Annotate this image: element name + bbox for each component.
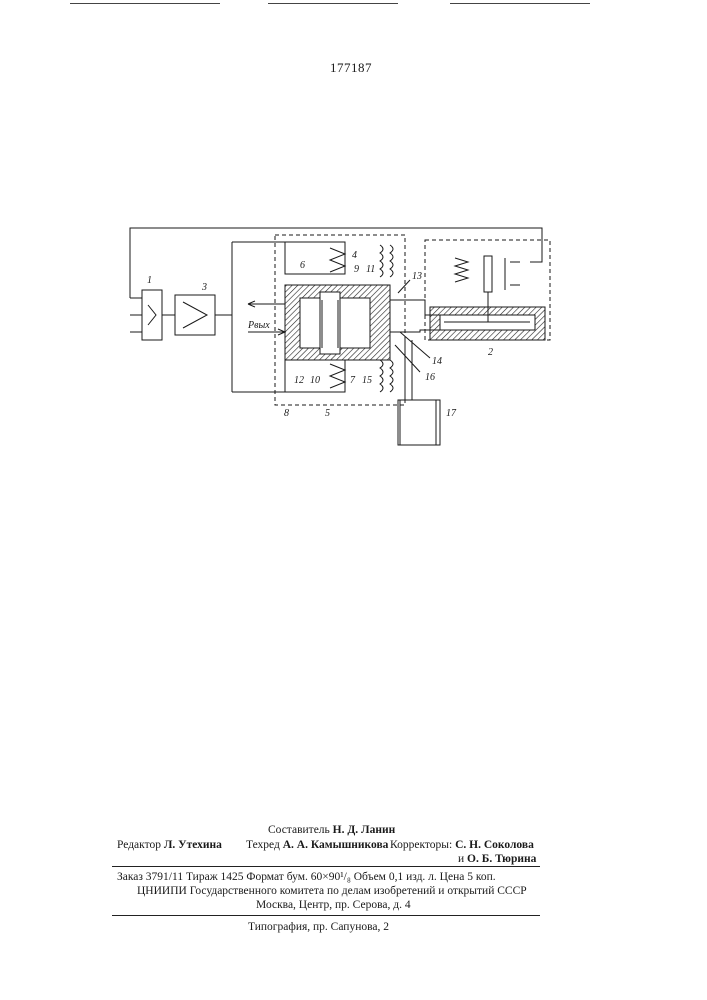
divider-2: [112, 915, 540, 916]
corrector-2: О. Б. Тюрина: [467, 853, 536, 865]
address-line: Москва, Центр, пр. Серова, д. 4: [256, 898, 411, 912]
block-1-symbol: [148, 305, 156, 325]
label-3: 3: [201, 282, 207, 293]
corrector-2-prefix: и: [458, 853, 464, 865]
tech-name: А. А. Камышникова: [283, 839, 389, 851]
relay-contacts: [505, 258, 520, 290]
correctors-label: Корректоры:: [390, 839, 452, 851]
label-15: 15: [362, 375, 372, 386]
label-14: 14: [432, 356, 442, 367]
label-5: 5: [325, 408, 330, 419]
editor-line: Редактор Л. Утехина: [117, 838, 222, 852]
amplifier-output-bus: [215, 242, 232, 392]
divider-1: [112, 866, 540, 867]
label-8: 8: [284, 408, 289, 419]
label-7: 7: [350, 375, 356, 386]
label-6: 6: [300, 260, 305, 271]
label-10: 10: [310, 375, 320, 386]
block-3: [175, 295, 215, 335]
block-1-inputs: [130, 298, 142, 332]
block-1: [142, 290, 162, 340]
compiler-label: Составитель: [268, 824, 330, 836]
tech-line: Техред А. А. Камышникова: [246, 838, 388, 852]
corrector-2-line: и О. Б. Тюрина: [458, 852, 536, 866]
label-9: 9: [354, 264, 359, 275]
block-17: [398, 400, 436, 445]
relay-spring: [455, 258, 468, 282]
spring-5: [330, 364, 345, 388]
label-1: 1: [147, 275, 152, 286]
editor-label: Редактор: [117, 839, 161, 851]
spring-4: [330, 248, 345, 272]
bellows-bottom: [380, 360, 393, 392]
institute-line: ЦНИИПИ Государственного комитета по дела…: [137, 884, 527, 898]
label-4: 4: [352, 250, 357, 261]
amplifier-symbol: [183, 302, 207, 328]
corrector-1: С. Н. Соколова: [455, 839, 534, 851]
compiler-line: Составитель Н. Д. Ланин: [268, 823, 395, 837]
label-11: 11: [366, 264, 375, 275]
label-2: 2: [488, 347, 493, 358]
valve-spool: [320, 292, 340, 354]
printing-line: Типография, пр. Сапунова, 2: [248, 920, 389, 934]
correctors-line: Корректоры: С. Н. Соколова: [390, 838, 534, 852]
editor-name: Л. Утехина: [164, 839, 222, 851]
bus-branches: [232, 242, 285, 392]
order-line: Заказ 3791/11 Тираж 1425 Формат бум. 60×…: [117, 870, 496, 884]
output-arrow-top: [248, 301, 285, 307]
relay-core: [484, 256, 492, 292]
label-pressure-out: Pвых: [247, 320, 270, 331]
label-16: 16: [425, 372, 435, 383]
tech-label: Техред: [246, 839, 280, 851]
compiler-name: Н. Д. Ланин: [333, 824, 396, 836]
bellows-top: [380, 245, 393, 277]
label-12: 12: [294, 375, 304, 386]
label-17: 17: [446, 408, 457, 419]
label-13: 13: [412, 271, 422, 282]
